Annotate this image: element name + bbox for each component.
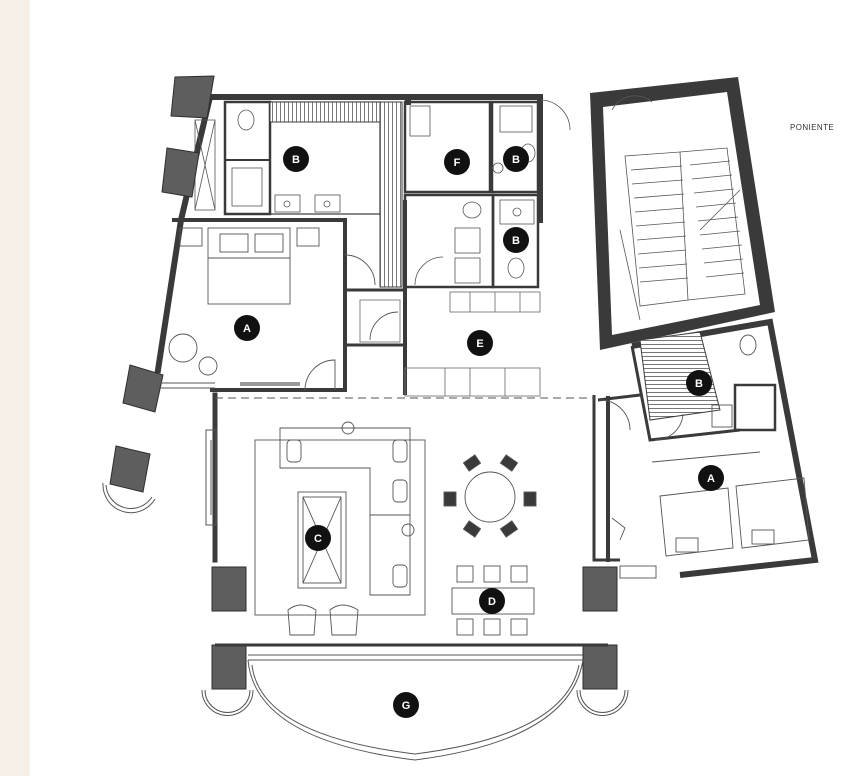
left-margin-strip <box>0 0 30 776</box>
svg-text:E: E <box>476 338 483 350</box>
room-marker-living: C <box>305 525 331 551</box>
svg-text:G: G <box>402 700 411 712</box>
svg-text:B: B <box>512 154 520 166</box>
bedroom-one-block <box>172 100 407 395</box>
svg-text:D: D <box>488 596 496 608</box>
service-fixtures <box>409 99 571 286</box>
svg-text:A: A <box>707 473 715 485</box>
svg-text:B: B <box>292 154 300 166</box>
room-marker-bedroom-right: A <box>698 465 724 491</box>
svg-text:F: F <box>454 157 461 169</box>
room-marker-bath-topleft: B <box>283 146 309 172</box>
room-marker-dining: D <box>479 588 505 614</box>
room-marker-bath-right: B <box>686 370 712 396</box>
room-marker-hall: E <box>467 330 493 356</box>
service-block <box>403 100 540 289</box>
svg-text:B: B <box>695 378 703 390</box>
bed-double <box>168 227 376 391</box>
stair-tower <box>590 77 775 350</box>
bedroom-two-block <box>592 318 819 578</box>
svg-text:B: B <box>512 235 520 247</box>
living-room <box>160 382 608 647</box>
room-marker-bath-top-right: B <box>503 146 529 172</box>
svg-text:A: A <box>243 323 251 335</box>
orientation-label: PONIENTE <box>790 123 835 132</box>
room-marker-laundry: F <box>444 149 470 175</box>
bedroom-two-furniture <box>599 334 810 579</box>
dining-furniture <box>443 454 537 636</box>
room-marker-terrace: G <box>393 692 419 718</box>
balconies <box>102 482 629 761</box>
room-marker-bedroom-left: A <box>234 315 260 341</box>
svg-text:C: C <box>314 533 322 545</box>
lounge-furniture <box>254 421 426 636</box>
room-marker-bath-middle: B <box>503 227 529 253</box>
room-markers: B F B B A E B A <box>234 146 724 718</box>
kitchen-hall <box>359 291 541 397</box>
